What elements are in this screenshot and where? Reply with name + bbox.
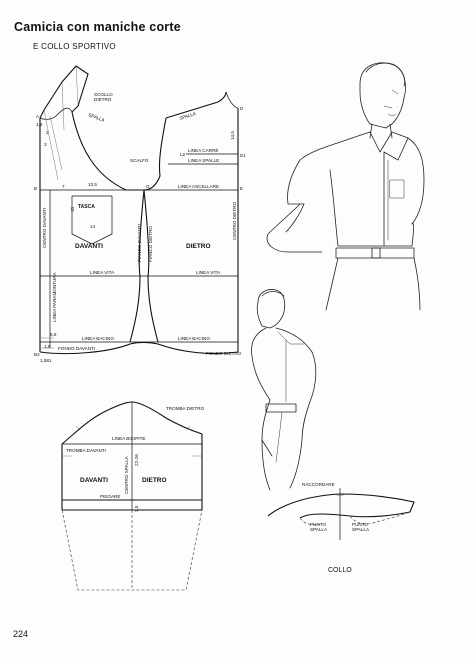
label-tromba-davanti: TROMBA DAVANTI xyxy=(66,448,106,453)
label-linea-bacino-back: LINEA BACINO xyxy=(178,336,210,341)
sleeve-tick-marks xyxy=(62,425,202,457)
back-armhole xyxy=(143,117,167,191)
label-fianco-dietro: FIANCO DIETRO xyxy=(148,226,153,262)
label-centro-dietro: CENTRO DIETRO xyxy=(232,202,237,240)
sleeve-labels: TROMBA DIETRO TROMBA DAVANTI LINEA BICIP… xyxy=(66,406,204,512)
label-measure-3-5: 3,5 xyxy=(134,505,139,512)
back-neck-curve xyxy=(225,91,239,109)
back-shoulder-line xyxy=(165,91,227,119)
label-linea-bicipite: LINEA BICIPITE xyxy=(112,436,145,441)
pocket-outline xyxy=(71,195,113,245)
label-centro-spalla: CENTRO SPALLA xyxy=(124,455,129,494)
label-linea-carre: LINEA CARRÈ xyxy=(188,147,218,153)
label-tasca: TASCA xyxy=(78,204,95,210)
label-m-5-5: 5,5 xyxy=(50,332,57,337)
label-m-1-581: 1,581 xyxy=(40,358,52,363)
front-lapel-lines xyxy=(43,65,79,181)
bodice-pattern xyxy=(39,65,239,355)
label-m-7: 7 xyxy=(62,184,65,189)
side-seam-back xyxy=(143,189,159,343)
label-tromba-dietro: TROMBA DIETRO xyxy=(166,406,204,411)
label-fianco-davanti: FIANCO DAVANTI xyxy=(137,224,142,262)
label-m-13-5: 13,5 xyxy=(88,182,97,187)
label-point-b2: B2 xyxy=(34,352,40,357)
page-subtitle: E COLLO SPORTIVO xyxy=(33,42,116,51)
label-piegare: PIEGARE xyxy=(100,494,120,499)
label-raccordare: RACCORDARE xyxy=(302,482,335,487)
label-dietro: DIETRO xyxy=(186,243,211,250)
label-m-14-5: 14,5 xyxy=(230,131,235,140)
label-point-d1: D1 xyxy=(240,153,246,158)
label-spalla-front: SPALLA xyxy=(88,112,107,123)
collar-dashed xyxy=(299,511,411,526)
label-fondo-dietro: FONDO DIETRO xyxy=(206,351,242,356)
label-point-a: A xyxy=(36,114,40,119)
label-point-g: G xyxy=(146,184,150,189)
label-fondo-davanti: FONDO DAVANTI xyxy=(58,346,95,351)
page-title: Camicia con maniche corte xyxy=(14,20,181,34)
label-linea-ascellare: LINEA ASCELLARE xyxy=(178,184,219,189)
label-linea-paramontura: LINEA PARAMONTURA xyxy=(52,271,57,322)
label-point-b: B xyxy=(34,186,37,191)
sleeve-extension-dashed xyxy=(61,509,203,591)
label-centro-davanti: CENTRO DAVANTI xyxy=(42,208,47,248)
label-linea-spalle: LINEA SPALLE xyxy=(188,158,219,163)
label-m-1-5b: 1,5 xyxy=(44,344,51,349)
label-linea-vita-back: LINEA VITA xyxy=(196,270,221,275)
collar-outline xyxy=(267,493,415,519)
illustration-back-figure xyxy=(251,289,317,491)
label-linea-bacino-front: LINEA BACINO xyxy=(82,336,114,341)
label-linea-vita-front: LINEA VITA xyxy=(90,270,115,275)
label-m-1-5: 1,5 xyxy=(36,122,43,127)
label-m-3: 3 xyxy=(44,142,47,147)
hem-curve xyxy=(39,341,239,355)
label-pocket-14: 14 xyxy=(90,224,96,229)
side-seam-front xyxy=(129,189,145,343)
label-point-d: D xyxy=(240,106,244,111)
label-davanti: DAVANTI xyxy=(75,243,103,250)
label-spalla-back: SPALLA xyxy=(179,111,198,121)
illustration-front-figure xyxy=(266,62,425,311)
page-number: 224 xyxy=(13,629,29,639)
label-measure-22-26: 22-26 xyxy=(134,454,139,466)
label-sleeve-davanti: DAVANTI xyxy=(80,477,108,484)
label-collo: COLLO xyxy=(328,567,352,574)
label-point-l2: L2 xyxy=(180,152,186,157)
front-neck-curve xyxy=(39,107,73,120)
label-m-2: 2 xyxy=(46,130,49,135)
label-m-15: 15 xyxy=(70,206,75,212)
label-point-e: E xyxy=(240,186,243,191)
dim-line-front xyxy=(40,337,54,349)
front-armhole xyxy=(71,111,144,191)
label-scalfo: SCALFO xyxy=(130,158,149,163)
label-sleeve-dietro: DIETRO xyxy=(142,477,167,484)
front-shoulder-line xyxy=(39,65,89,119)
collar-arrow xyxy=(333,493,347,497)
sleeve-pattern xyxy=(61,401,203,591)
